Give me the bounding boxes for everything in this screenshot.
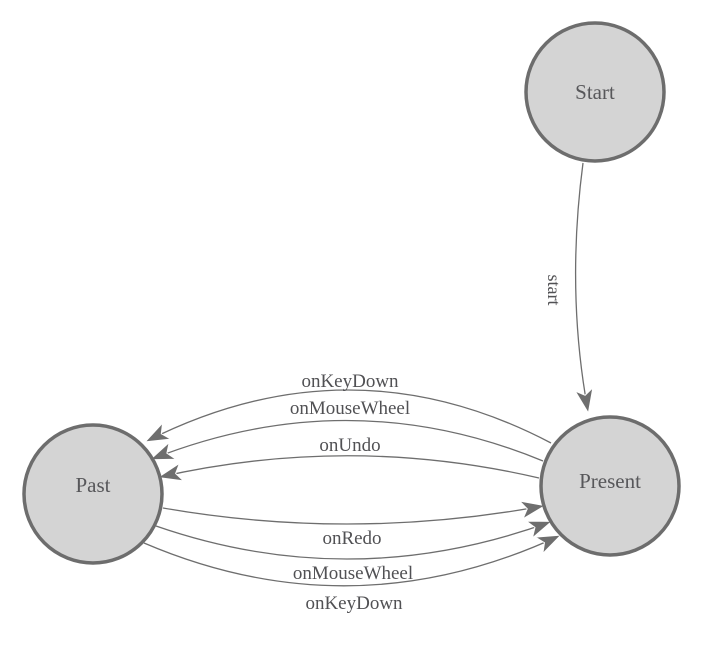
- edge-present-to-past-undo-path: [160, 455, 540, 478]
- edge-present-to-past-keydown: onKeyDown: [147, 371, 552, 444]
- edge-past-to-present-redo-path: [162, 506, 543, 525]
- node-past: Past: [22, 423, 164, 565]
- edge-present-to-past-mousewheel-label: onMouseWheel: [290, 398, 410, 419]
- edge-past-to-present-redo: onRedo: [162, 506, 543, 549]
- node-past-label: Past: [75, 473, 110, 497]
- node-start: Start: [524, 21, 666, 163]
- edge-start-to-present-label: start: [544, 275, 564, 306]
- edge-past-to-present-redo-label: onRedo: [322, 528, 381, 549]
- edge-present-to-past-keydown-path: [147, 389, 552, 444]
- edge-past-to-present-keydown: onKeyDown: [143, 536, 559, 614]
- node-present-circle[interactable]: [539, 415, 681, 557]
- edge-present-to-past-mousewheel: onMouseWheel: [152, 398, 544, 462]
- edge-group: start onKeyDown onMouseWheel onUndo onRe…: [143, 162, 588, 614]
- node-present: Present: [539, 415, 681, 557]
- edge-past-to-present-keydown-path: [143, 536, 559, 587]
- node-start-label: Start: [575, 80, 615, 104]
- edge-past-to-present-mousewheel-path: [155, 522, 550, 560]
- node-present-label: Present: [579, 469, 641, 493]
- edge-present-to-past-keydown-label: onKeyDown: [301, 371, 399, 392]
- edge-past-to-present-mousewheel: onMouseWheel: [155, 522, 550, 584]
- node-group: Start Present Past: [22, 21, 681, 565]
- edge-present-to-past-mousewheel-path: [152, 419, 544, 462]
- node-past-circle[interactable]: [22, 423, 164, 565]
- edge-start-to-present: start: [544, 162, 588, 411]
- node-start-circle[interactable]: [524, 21, 666, 163]
- edge-past-to-present-keydown-label: onKeyDown: [305, 593, 403, 614]
- edge-start-to-present-path: [576, 162, 588, 411]
- edge-present-to-past-undo-label: onUndo: [319, 435, 380, 456]
- edge-past-to-present-mousewheel-label: onMouseWheel: [293, 563, 413, 584]
- edge-present-to-past-undo: onUndo: [160, 435, 540, 478]
